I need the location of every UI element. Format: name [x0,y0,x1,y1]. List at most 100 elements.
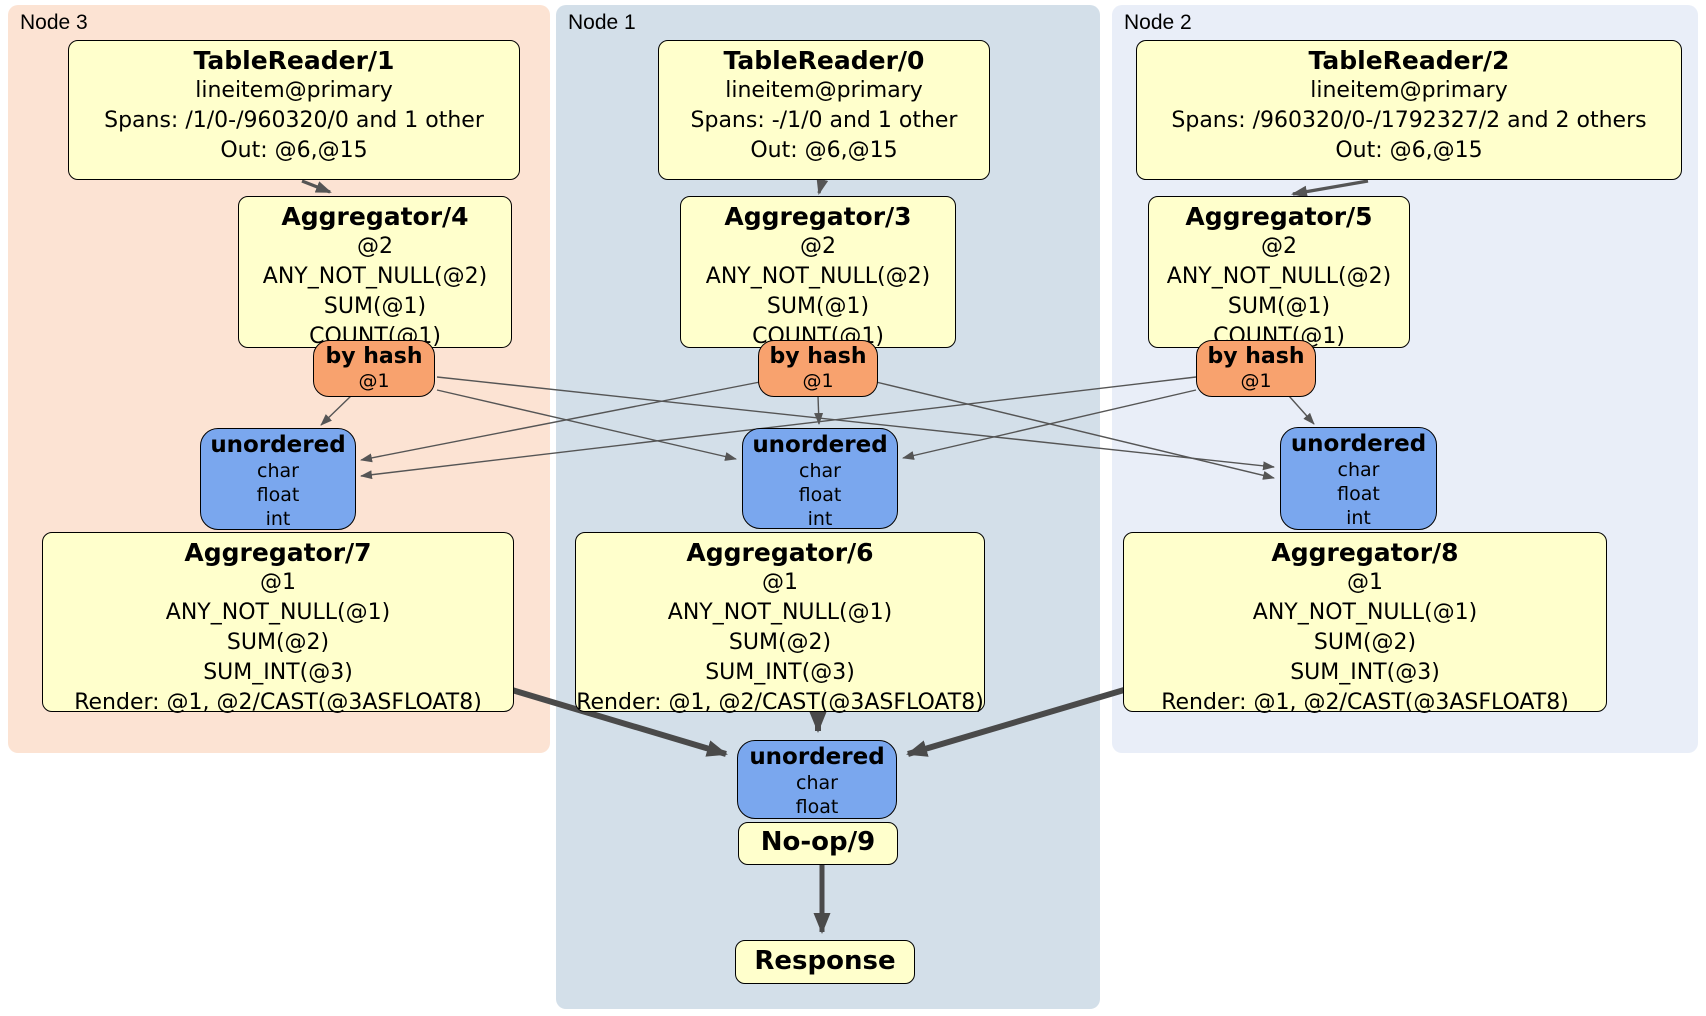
processor-title: Response [754,946,896,976]
stream-type: float [795,796,839,818]
sync-title: unordered [1290,431,1427,457]
agg-fn: ANY_NOT_NULL(@2) [262,264,488,289]
render-expr: Render: @1, @2/CAST(@3ASFLOAT8) [576,690,984,715]
agg-fn: ANY_NOT_NULL(@2) [1166,264,1392,289]
stream-type: char [257,460,299,482]
router-hash-col: @1 [358,370,390,392]
group-by-cols: @1 [1347,570,1383,595]
processor-index: lineitem@primary [1310,78,1508,103]
processor-title: Aggregator/7 [184,538,372,567]
processor-aggregator-6: Aggregator/6 @1 ANY_NOT_NULL(@1) SUM(@2)… [575,532,985,715]
processor-title: Aggregator/8 [1271,538,1459,567]
agg-fn: SUM_INT(@3) [705,660,855,685]
processor-spans: Spans: /960320/0-/1792327/2 and 2 others [1171,108,1647,133]
agg-fn: ANY_NOT_NULL(@1) [1252,600,1478,625]
stream-type: char [796,772,838,794]
group-by-cols: @2 [1261,234,1297,259]
edge-aggregator7-unordered-final [511,687,728,757]
processor-spans: Spans: /1/0-/960320/0 and 1 other [104,108,484,133]
edge-byhash3-unordered3 [320,394,353,426]
sync-unordered-node3: unordered char float int [200,428,356,530]
processor-aggregator-3: Aggregator/3 @2 ANY_NOT_NULL(@2) SUM(@1)… [680,196,956,349]
response-node: Response [735,940,915,984]
sync-title: unordered [749,744,885,770]
agg-fn: SUM(@2) [728,630,832,655]
stream-type: float [1337,483,1380,505]
agg-fn: ANY_NOT_NULL(@2) [705,264,931,289]
processor-title: Aggregator/5 [1185,202,1373,231]
router-title: by hash [1207,344,1305,369]
stream-type: float [798,484,842,506]
processor-title: Aggregator/3 [724,202,912,231]
processor-out: Out: @6,@15 [750,138,898,163]
processor-title: Aggregator/4 [281,202,469,231]
router-byhash-node1: by hash @1 [758,340,878,397]
sync-unordered-final: unordered char float [737,740,897,819]
group-by-cols: @2 [357,234,393,259]
sync-title: unordered [752,432,888,458]
processor-title: Aggregator/6 [686,538,874,567]
router-hash-col: @1 [802,370,834,392]
processor-out: Out: @6,@15 [220,138,368,163]
stream-type: char [799,460,841,482]
agg-fn: ANY_NOT_NULL(@1) [667,600,893,625]
agg-fn: SUM(@2) [226,630,330,655]
stream-type: int [807,508,833,530]
agg-fn: SUM(@2) [1313,630,1417,655]
sync-title: unordered [210,432,346,458]
processor-tablereader-0: TableReader/0 lineitem@primary Spans: -/… [658,40,990,180]
node-1-label: Node 1 [568,11,636,34]
node-3-label: Node 3 [20,11,88,34]
stream-type: float [256,484,300,506]
edge-byhash1-unordered1 [814,395,824,425]
processor-title: TableReader/1 [193,46,395,75]
edge-byhash1-unordered3 [360,381,761,463]
router-byhash-node3: by hash @1 [313,340,435,397]
processor-aggregator-7: Aggregator/7 @1 ANY_NOT_NULL(@1) SUM(@2)… [42,532,514,715]
processor-spans: Spans: -/1/0 and 1 other [690,108,958,133]
agg-fn: ANY_NOT_NULL(@1) [165,600,391,625]
edge-byhash3-unordered1 [436,389,737,461]
router-hash-col: @1 [1240,370,1272,392]
processor-aggregator-8: Aggregator/8 @1 ANY_NOT_NULL(@1) SUM(@2)… [1123,532,1607,715]
node-2-label: Node 2 [1124,11,1192,34]
processor-index: lineitem@primary [725,78,923,103]
processor-title: TableReader/0 [723,46,925,75]
edge-byhash1-unordered2 [875,381,1275,480]
agg-fn: SUM(@1) [766,294,870,319]
processor-title: TableReader/2 [1308,46,1510,75]
processor-aggregator-4: Aggregator/4 @2 ANY_NOT_NULL(@2) SUM(@1)… [238,196,512,349]
edge-byhash2-unordered2 [1288,395,1315,425]
edge-byhash2-unordered3 [360,376,1197,480]
agg-fn: SUM(@1) [1227,294,1331,319]
edge-tablereader1-aggregator4 [301,179,332,194]
processor-out: Out: @6,@15 [1335,138,1483,163]
stream-type: char [1337,459,1380,481]
edge-aggregator8-unordered-final [906,687,1125,757]
router-title: by hash [325,344,423,369]
stream-type: int [1346,507,1371,529]
agg-fn: SUM(@1) [323,294,427,319]
render-expr: Render: @1, @2/CAST(@3ASFLOAT8) [1161,690,1569,715]
agg-fn: SUM_INT(@3) [203,660,353,685]
processor-noop-9: No-op/9 [738,822,898,865]
processor-index: lineitem@primary [195,78,393,103]
group-by-cols: @1 [762,570,798,595]
render-expr: Render: @1, @2/CAST(@3ASFLOAT8) [74,690,482,715]
processor-title: No-op/9 [760,827,876,857]
sync-unordered-node2: unordered char float int [1280,427,1437,530]
stream-type: int [265,508,291,530]
group-by-cols: @1 [260,570,296,595]
sync-unordered-node1: unordered char float int [742,428,898,530]
agg-fn: SUM_INT(@3) [1290,660,1440,685]
router-title: by hash [769,344,867,369]
processor-tablereader-1: TableReader/1 lineitem@primary Spans: /1… [68,40,520,180]
edge-tablereader2-aggregator5 [1291,179,1369,198]
edge-byhash3-unordered2 [436,376,1275,471]
processor-aggregator-5: Aggregator/5 @2 ANY_NOT_NULL(@2) SUM(@1)… [1148,196,1410,349]
edge-byhash2-unordered1 [902,389,1197,460]
router-byhash-node2: by hash @1 [1196,340,1316,397]
edge-tablereader0-aggregator3 [816,177,829,195]
